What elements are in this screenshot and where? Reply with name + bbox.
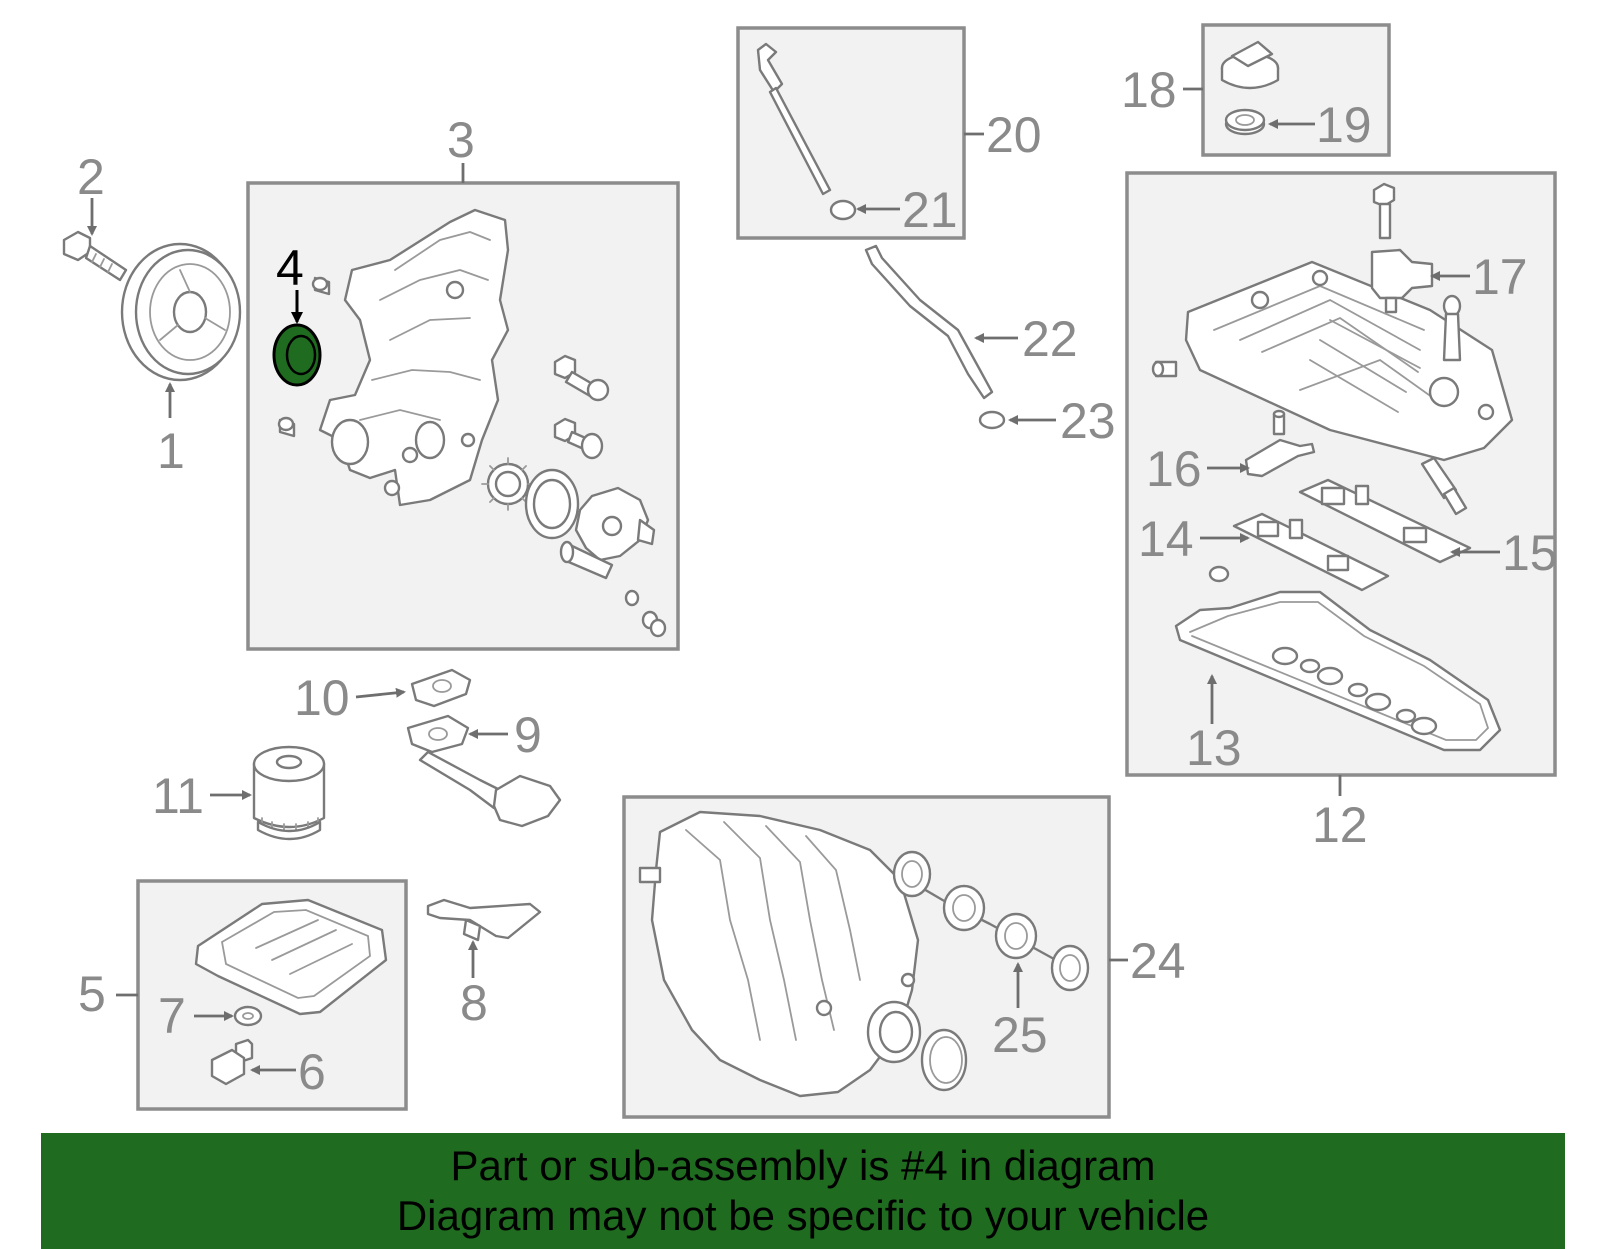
drain-plug bbox=[210, 1038, 254, 1086]
callout-8: 8 bbox=[460, 975, 488, 1031]
valve-cover-bolt bbox=[1372, 182, 1396, 240]
callout-21: 21 bbox=[902, 182, 958, 238]
callout-2: 2 bbox=[77, 149, 105, 205]
callout-5: 5 bbox=[78, 966, 106, 1022]
callout-25: 25 bbox=[992, 1007, 1048, 1063]
oil-filler-cap-gasket bbox=[1224, 108, 1266, 136]
valve-cover-dowel bbox=[1151, 360, 1286, 583]
crankshaft-pulley bbox=[120, 242, 242, 382]
info-banner: Part or sub-assembly is #4 in diagram Di… bbox=[41, 1133, 1565, 1249]
cover-bolts bbox=[553, 354, 610, 460]
callout-19: 19 bbox=[1316, 97, 1372, 153]
callout-14: 14 bbox=[1138, 511, 1194, 567]
gasket-16 bbox=[1244, 438, 1316, 478]
callout-9: 9 bbox=[514, 707, 542, 763]
valve-cover-gasket bbox=[1174, 590, 1502, 752]
callout-15: 15 bbox=[1502, 525, 1558, 581]
callout-3: 3 bbox=[447, 112, 475, 168]
callout-6: 6 bbox=[298, 1044, 326, 1100]
callout-23: 23 bbox=[1060, 393, 1116, 449]
callout-13: 13 bbox=[1186, 720, 1242, 776]
pcv-valve bbox=[1442, 294, 1462, 362]
intake-manifold bbox=[638, 810, 922, 1098]
callout-11: 11 bbox=[152, 768, 204, 824]
callout-22: 22 bbox=[1022, 311, 1078, 367]
spark-plug-gasket-15 bbox=[1298, 478, 1472, 564]
callout-12: 12 bbox=[1312, 797, 1368, 853]
drain-plug-washer bbox=[233, 1005, 263, 1027]
callout-18: 18 bbox=[1121, 62, 1177, 118]
intake-manifold-gasket bbox=[892, 850, 1090, 992]
callout-7: 7 bbox=[158, 988, 186, 1044]
pulley-bolt bbox=[62, 230, 128, 282]
oil-strainer-gasket bbox=[410, 668, 472, 708]
callout-4: 4 bbox=[276, 240, 304, 296]
front-crankshaft-seal bbox=[272, 323, 322, 387]
oil-control-valve bbox=[1420, 456, 1468, 516]
callout-16: 16 bbox=[1146, 441, 1202, 497]
callout-20: 20 bbox=[986, 107, 1042, 163]
spark-plug-gasket-14 bbox=[1232, 512, 1390, 592]
dipstick-o-ring bbox=[829, 199, 857, 221]
dowel-pins bbox=[277, 276, 331, 438]
small-o-rings bbox=[624, 589, 667, 638]
oil-dipstick bbox=[756, 42, 832, 196]
callout-1: 1 bbox=[157, 423, 185, 479]
callout-10: 10 bbox=[294, 670, 350, 726]
dipstick-tube bbox=[864, 244, 994, 400]
oil-baffle bbox=[426, 898, 542, 942]
callout-24: 24 bbox=[1130, 933, 1186, 989]
oil-pan bbox=[194, 898, 388, 1016]
dipstick-tube-o-ring bbox=[978, 410, 1006, 430]
timing-chain-cover bbox=[318, 208, 510, 507]
oil-filter bbox=[252, 745, 326, 841]
camshaft-position-sensor bbox=[1370, 248, 1434, 314]
banner-line-1: Part or sub-assembly is #4 in diagram bbox=[450, 1142, 1156, 1189]
leader-10 bbox=[355, 687, 406, 699]
callout-17: 17 bbox=[1472, 249, 1528, 305]
oil-cap-group-box bbox=[1201, 23, 1391, 157]
throttle-body-gasket bbox=[920, 1028, 968, 1092]
oil-pump-housing bbox=[559, 486, 656, 580]
oil-filler-cap bbox=[1220, 40, 1280, 90]
oil-strainer bbox=[406, 714, 562, 828]
oil-pump-gears bbox=[481, 457, 580, 540]
banner-line-2: Diagram may not be specific to your vehi… bbox=[396, 1192, 1210, 1239]
